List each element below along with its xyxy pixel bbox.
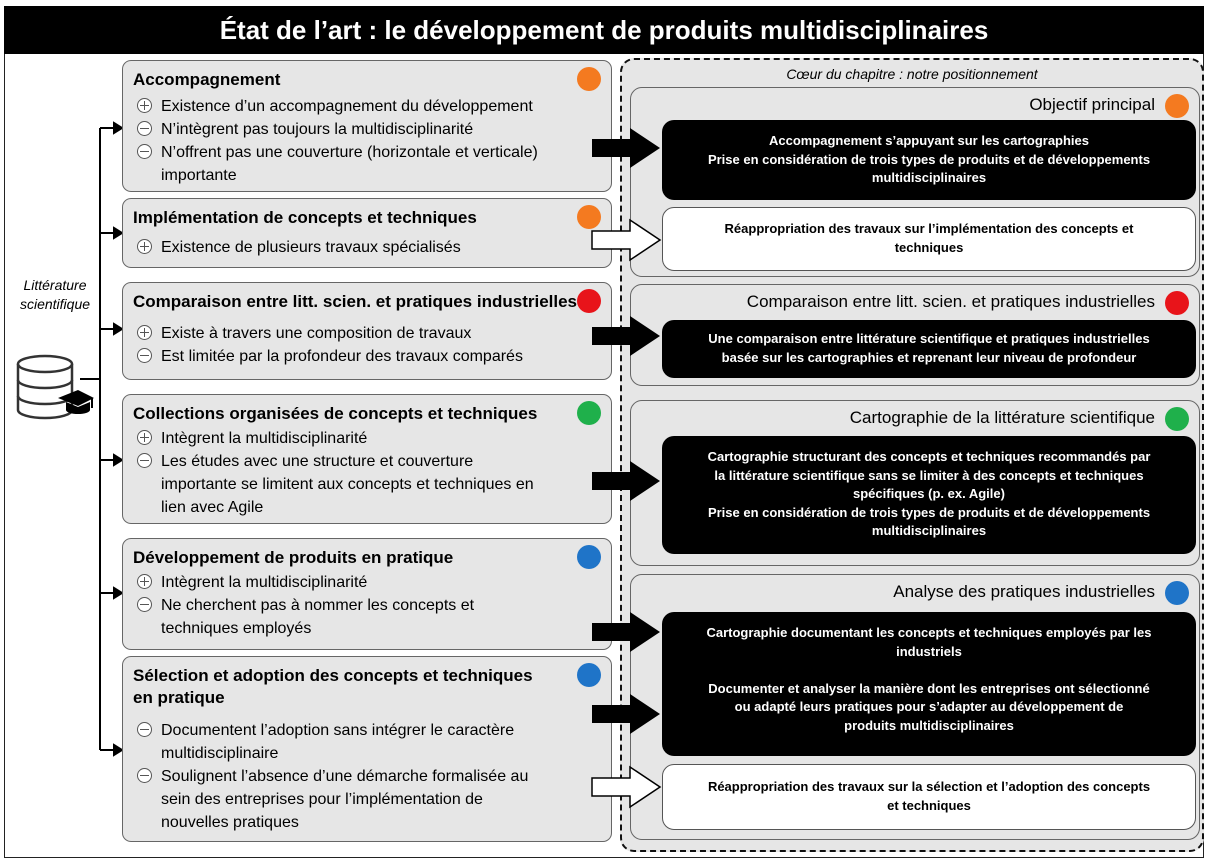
literature-label: Littérature scientifique xyxy=(19,277,91,312)
section-title: Objectif principal xyxy=(1029,95,1155,114)
white-box-implementation: Réappropriation des travaux sur l’implém… xyxy=(662,207,1196,271)
minus-circle-icon xyxy=(137,768,152,783)
blue-dot-icon xyxy=(577,663,601,687)
box-heading: Collections organisées de concepts et te… xyxy=(133,404,538,423)
green-dot-icon xyxy=(577,401,601,425)
orange-dot-icon xyxy=(577,205,601,229)
box-heading: Sélection et adoption des concepts et te… xyxy=(133,666,533,707)
box-implementation: Implémentation de concepts et techniques… xyxy=(122,198,612,268)
plus-circle-icon xyxy=(137,430,152,445)
plus-circle-icon xyxy=(137,239,152,254)
box-collections: Collections organisées de concepts et te… xyxy=(122,394,612,524)
section-title: Comparaison entre litt. scien. et pratiq… xyxy=(746,292,1155,311)
black-arrow xyxy=(592,316,660,356)
black-box-cartographie: Cartographie structurant des concepts et… xyxy=(662,436,1196,554)
box-comparaison: Comparaison entre litt. scien. et pratiq… xyxy=(122,282,612,380)
blue-dot-icon xyxy=(577,545,601,569)
section-title: Analyse des pratiques industrielles xyxy=(893,582,1155,601)
box-heading: Implémentation de concepts et techniques xyxy=(133,208,477,227)
black-box-analyse: Cartographie documentant les concepts et… xyxy=(662,612,1196,756)
orange-dot-icon xyxy=(577,67,601,91)
database-icon xyxy=(14,350,94,435)
black-box-objectif: Accompagnement s’appuyant sur les cartog… xyxy=(662,120,1196,200)
minus-circle-icon xyxy=(137,121,152,136)
minus-circle-icon xyxy=(137,453,152,468)
black-arrow xyxy=(592,694,660,734)
box-accompagnement: Accompagnement Existence d’un accompagne… xyxy=(122,60,612,192)
white-box-selection: Réappropriation des travaux sur la sélec… xyxy=(662,764,1196,830)
page-title: État de l’art : le développement de prod… xyxy=(4,6,1204,54)
box-heading: Comparaison entre litt. scien. et pratiq… xyxy=(133,292,578,311)
black-arrow xyxy=(592,612,660,652)
core-region-label: Cœur du chapitre : notre positionnement xyxy=(786,66,1038,82)
white-arrow xyxy=(591,765,662,809)
box-heading: Accompagnement xyxy=(133,70,281,89)
minus-circle-icon xyxy=(137,144,152,159)
plus-circle-icon xyxy=(137,574,152,589)
black-box-comparaison: Une comparaison entre littérature scient… xyxy=(662,320,1196,378)
box-developpement-pratique: Développement de produits en pratique In… xyxy=(122,538,612,650)
plus-circle-icon xyxy=(137,325,152,340)
minus-circle-icon xyxy=(137,722,152,737)
red-dot-icon xyxy=(1165,291,1189,315)
box-selection-adoption: Sélection et adoption des concepts et te… xyxy=(122,656,612,842)
section-title: Cartographie de la littérature scientifi… xyxy=(849,408,1155,427)
minus-circle-icon xyxy=(137,597,152,612)
black-arrow xyxy=(592,461,660,501)
white-arrow xyxy=(591,218,662,262)
blue-dot-icon xyxy=(1165,581,1189,605)
box-heading: Développement de produits en pratique xyxy=(133,548,454,567)
plus-circle-icon xyxy=(137,98,152,113)
green-dot-icon xyxy=(1165,407,1189,431)
orange-dot-icon xyxy=(1165,94,1189,118)
minus-circle-icon xyxy=(137,348,152,363)
red-dot-icon xyxy=(577,289,601,313)
black-arrow xyxy=(592,128,660,168)
